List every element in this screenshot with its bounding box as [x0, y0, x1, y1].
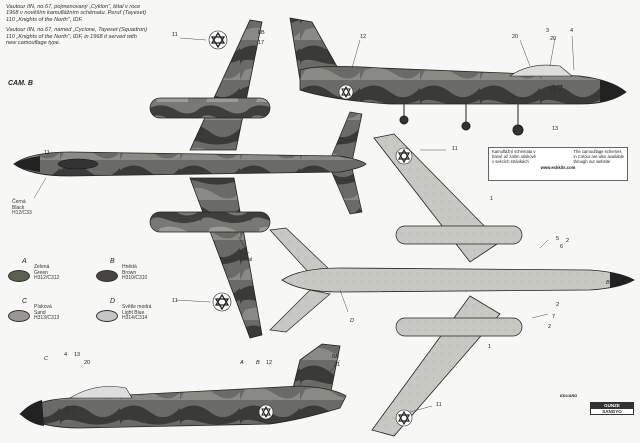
callout-12: 12 — [360, 34, 367, 40]
caption-en-3: new camouflage type. — [6, 40, 61, 47]
gunze-logo: GUNZE SANGYO — [590, 402, 634, 415]
tail-lower — [329, 167, 363, 215]
swatch-chip-b — [96, 270, 118, 282]
callout-20: 20 — [512, 34, 519, 40]
callout-b-side: B — [256, 360, 260, 366]
callout-6: 6 — [560, 244, 564, 250]
nose-number: 67 — [550, 83, 563, 96]
side-view-top-aircraft: 67 — [289, 17, 627, 136]
side-canopy — [509, 64, 573, 77]
swatch-chip-a — [8, 270, 30, 282]
callout-11-mid: 11 — [452, 146, 458, 152]
callout-3: 3 — [546, 28, 550, 34]
side-nose-number: 67 — [64, 404, 77, 417]
callout-11-left: 11 — [172, 298, 178, 304]
caption-cz-1: Vautour IIN, no.67, pojmenovaný „Cyklon"… — [6, 4, 141, 10]
callout-13b: 13 — [74, 352, 81, 358]
top-view-aircraft — [13, 19, 367, 339]
swatch-letter-a: A — [22, 258, 27, 265]
callout-20c: 20 — [84, 360, 91, 366]
caption-en-1: Vautour IIN, no.67, named „Cyclone, Taye… — [6, 27, 148, 34]
caption-block: Vautour IIN, no.67, pojmenovaný „Cyklon"… — [6, 4, 166, 46]
swatch-letter-d: D — [110, 298, 116, 305]
underside-fuselage — [281, 267, 635, 293]
black-label: Černá Black H12/C33 — [12, 199, 32, 217]
callout-5: 5 — [556, 236, 560, 242]
leader-lines — [175, 35, 575, 413]
caption-cz-2: 1968 v nověším kamuflážním schématu. Per… — [6, 10, 147, 17]
callout-2c: 2 — [548, 324, 552, 330]
callout-20b: 20 — [550, 36, 557, 42]
callout-21: 21 — [334, 362, 341, 368]
side-black-nose — [600, 80, 626, 102]
swatch-letter-b: B — [110, 258, 115, 265]
callout-11: 11 — [172, 32, 178, 38]
side-view-bottom-aircraft: 67 — [19, 343, 347, 429]
callout-c: C — [44, 356, 48, 362]
cam-label: CAM. B — [8, 80, 33, 87]
callout-1b: 1 — [488, 344, 492, 350]
star-of-david-roundel-icon — [258, 404, 274, 420]
callout-11-bot: 11 — [436, 402, 442, 408]
callout-12b: 12 — [266, 360, 273, 366]
callout-8b: 8B — [258, 30, 265, 36]
star-of-david-roundel-icon — [395, 409, 413, 427]
canopy-top — [57, 158, 99, 170]
upper-nacelle — [149, 97, 271, 119]
callout-a-side: A — [240, 360, 244, 366]
top-fuselage — [13, 151, 367, 177]
swatch-chip-c — [8, 310, 30, 322]
callout-2b: 2 — [556, 302, 560, 308]
star-of-david-roundel-icon — [338, 84, 354, 100]
callout-1a: 1 — [490, 196, 494, 202]
caption-en-2: 110 „Knights of the North", IDF, in 1968… — [6, 33, 137, 40]
bottom-canopy — [68, 386, 133, 399]
callout-4: 4 — [570, 28, 574, 34]
tail-upper — [329, 111, 363, 163]
callout-17: 17 — [258, 40, 265, 46]
callout-2a: 2 — [566, 238, 570, 244]
star-of-david-roundel-icon — [208, 30, 228, 50]
swatch-chip-d — [96, 310, 118, 322]
callout-4b: 4 — [64, 352, 68, 358]
callout-b-plan: B — [606, 280, 610, 286]
underside-nacelle-upper — [395, 225, 523, 245]
brand-logo: EDUARD — [560, 393, 578, 398]
colour-note: Kamuflážní schémata v barvě až zatím oti… — [488, 147, 628, 181]
callout-7: 7 — [552, 314, 556, 320]
lower-nacelle — [149, 211, 271, 233]
callout-11-botleft: 11 — [44, 150, 50, 156]
callout-8a: 8A — [332, 354, 339, 360]
website-url[interactable]: www.eckkits.com — [540, 165, 576, 170]
landing-gear — [399, 104, 524, 136]
underside-view-aircraft — [269, 133, 635, 437]
metal-label: Kov Metal — [240, 251, 253, 263]
underside-lower-wing — [371, 295, 501, 437]
underside-nacelle-lower — [395, 317, 523, 337]
star-of-david-roundel-icon — [212, 292, 232, 312]
caption-cz-3: 110 „Knights of the North", IDF. — [6, 16, 83, 23]
callout-13: 13 — [552, 126, 559, 132]
callout-d-plan: D — [350, 318, 354, 324]
black-nose — [14, 156, 40, 172]
star-of-david-roundel-icon — [395, 147, 413, 165]
swatch-letter-c: C — [22, 298, 28, 305]
